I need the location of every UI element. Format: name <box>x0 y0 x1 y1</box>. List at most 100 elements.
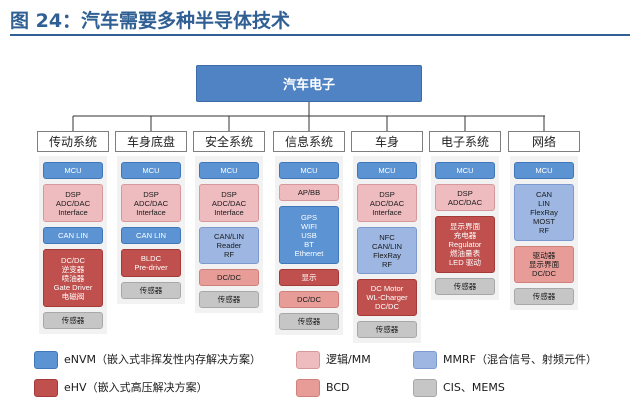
column-header: 电子系统 <box>429 131 501 152</box>
root-node: 汽车电子 <box>196 65 422 102</box>
legend-label: BCD <box>326 381 350 394</box>
tech-block-line: 电磁阀 <box>61 291 85 301</box>
tech-block-line: 传感器 <box>61 316 85 325</box>
tech-block-line: MOST <box>533 217 555 226</box>
tech-block-line: RF <box>223 250 235 259</box>
tech-block-line: ADC/DAC <box>133 198 169 208</box>
tech-block-cis: 传感器 <box>357 321 417 338</box>
tech-block-line: 显示 <box>301 273 317 282</box>
tech-block-logic: AP/BB <box>279 184 339 201</box>
legend-label: eNVM（嵌入式非挥发性内存解决方案） <box>64 353 262 366</box>
column-header: 网络 <box>508 131 580 152</box>
tech-block-line: DSP <box>457 188 473 198</box>
tech-block-line: ADC/DAC <box>369 198 405 208</box>
column-header: 安全系统 <box>193 131 265 152</box>
tech-block-cis: 传感器 <box>514 288 574 305</box>
tech-block-line: DC/DC <box>531 269 557 278</box>
tech-block-line: Interface <box>58 207 88 217</box>
tech-block-line: CAN/LIN <box>214 232 244 241</box>
tech-block-envm: MCU <box>279 162 339 179</box>
column-header: 信息系统 <box>273 131 345 152</box>
tech-block-line: 燃油量表 <box>449 249 481 258</box>
legend-swatch-envm <box>34 351 58 369</box>
tech-block-line: DSP <box>143 189 159 199</box>
legend-label: MMRF（混合信号、射频元件） <box>443 353 597 366</box>
tech-block-line: 传感器 <box>532 292 556 301</box>
tech-block-line: DSP <box>65 189 81 199</box>
tech-block-line: NFC <box>379 232 395 242</box>
figure-title: 图 24：汽车需要多种半导体技术 <box>10 10 291 32</box>
tech-block-line: CAN <box>535 190 553 199</box>
tech-block-line: 传感器 <box>375 325 399 334</box>
column-header: 车身 <box>351 131 423 152</box>
tech-block-bcd: DC/DC <box>279 291 339 308</box>
tech-block-line: USB <box>301 230 317 240</box>
tech-block-line: BT <box>304 239 314 249</box>
tech-block-line: BLDC <box>140 254 162 263</box>
tech-block-line: ADC/DAC <box>211 198 247 208</box>
tech-block-line: Gate Driver <box>53 282 93 292</box>
tech-block-bcd: DC/DC <box>199 269 259 286</box>
tech-block-line: MCU <box>300 166 318 175</box>
tech-block-line: 充电器 <box>453 231 477 240</box>
tech-block-line: ADC/DAC <box>55 198 91 208</box>
tech-block-line: DC/DC <box>60 255 86 265</box>
tech-block-envm: MCU <box>121 162 181 179</box>
tech-block-line: RF <box>381 259 393 269</box>
tech-block-ehv: 显示 <box>279 269 339 286</box>
tech-block-line: CAN LIN <box>58 231 88 240</box>
tech-block-line: 逆变器 <box>61 264 85 274</box>
tech-block-line: LED 驱动 <box>448 258 482 267</box>
column-header: 传动系统 <box>37 131 109 152</box>
tech-block-line: MCU <box>64 166 82 175</box>
tech-block-cis: 传感器 <box>279 313 339 330</box>
tech-block-line: RF <box>538 226 550 235</box>
tech-block-line: ADC/DAC <box>447 197 483 207</box>
tech-block-envm: MCU <box>435 162 495 179</box>
tech-block-envm: MCU <box>199 162 259 179</box>
tech-block-line: DC/DC <box>216 273 242 282</box>
legend-swatch-mmrf <box>413 351 437 369</box>
tech-block-line: WL-Charger <box>366 293 408 302</box>
tech-block-line: 传感器 <box>453 282 477 291</box>
tech-block-line: 显示界面 <box>528 260 560 269</box>
tech-block-line: 传感器 <box>217 295 241 304</box>
tech-block-line: WIFI <box>300 221 318 231</box>
column-panel <box>39 156 107 334</box>
tech-block-line: Interface <box>214 207 244 217</box>
tech-block-envm: MCU <box>43 162 103 179</box>
tech-block-line: Interface <box>136 207 166 217</box>
tech-block-line: MCU <box>220 166 238 175</box>
tech-block-line: GPS <box>300 212 318 222</box>
tech-block-line: AP/BB <box>297 188 321 197</box>
tech-block-line: Ethernet <box>294 248 324 258</box>
tech-block-line: Interface <box>372 207 402 217</box>
tech-block-envm: MCU <box>514 162 574 179</box>
tech-block-cis: 传感器 <box>43 312 103 329</box>
tech-block-line: CAN LIN <box>136 231 166 240</box>
tech-block-line: MCU <box>378 166 396 175</box>
tech-block-line: FlexRay <box>373 250 401 260</box>
tech-block-line: Reader <box>216 241 242 250</box>
tech-block-line: DC/DC <box>374 302 400 311</box>
legend-swatch-logic <box>296 351 320 369</box>
tech-block-cis: 传感器 <box>435 278 495 295</box>
legend-swatch-cis <box>413 379 437 397</box>
legend-swatch-ehv <box>34 379 58 397</box>
tech-block-envm: CAN LIN <box>121 227 181 244</box>
tech-block-cis: 传感器 <box>199 291 259 308</box>
tech-block-line: 驱动器 <box>532 251 556 260</box>
tech-block-line: 传感器 <box>297 317 321 326</box>
